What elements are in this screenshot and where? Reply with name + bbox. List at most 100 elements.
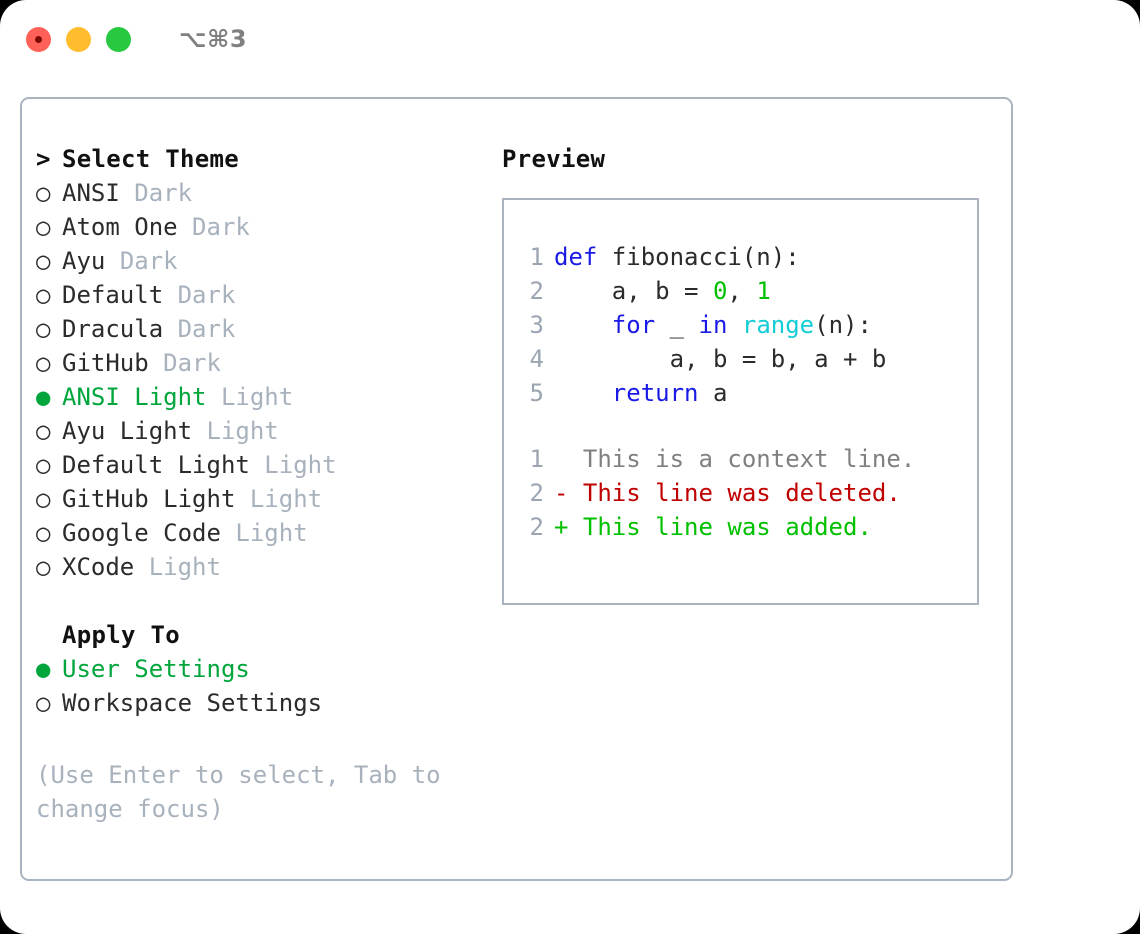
diff-line-number: 2 [529,479,544,507]
theme-option-github-light[interactable]: ○ GitHub Light Light [36,482,476,516]
apply-to-option-list: ● User Settings ○ Workspace Settings [36,652,476,720]
minimize-button[interactable] [66,26,91,52]
radio-unselected-icon[interactable]: ○ [36,179,51,207]
theme-option-default[interactable]: ○ Default Dark [36,278,476,312]
theme-option-kind-badge: Dark [134,179,193,207]
code-token: a [698,379,728,407]
diff-line-text: This line was deleted. [582,479,901,507]
code-token: _ [655,311,699,339]
radio-selected-icon[interactable]: ● [36,383,51,411]
code-line-number: 1 [529,243,544,271]
theme-option-name: Ayu [62,247,106,275]
hint-spacer [36,720,476,754]
radio-unselected-icon[interactable]: ○ [36,485,51,513]
theme-name-kind-gap [221,516,235,550]
close-button[interactable] [26,26,51,52]
theme-name-kind-gap [250,448,264,482]
selection-caret-icon: > [36,145,51,173]
theme-option-kind-badge: Dark [177,281,236,309]
theme-option-name: Default Light [62,451,250,479]
code-token [727,311,741,339]
preview-title: Preview [502,145,606,173]
diff-sample: 1 This is a context line.2- This line wa… [518,442,916,544]
code-token: fibonacci(n): [597,243,800,271]
radio-selected-icon[interactable]: ● [36,655,51,683]
diff-line-number: 2 [529,513,544,541]
apply-to-option-label: User Settings [62,655,250,683]
theme-option-name: GitHub Light [62,485,236,513]
theme-option-name: XCode [62,553,135,581]
diff-line-add: 2 + This line was added. [518,510,915,544]
section-spacer [36,584,476,618]
theme-option-name: Atom One [62,213,178,241]
theme-option-name: GitHub [62,349,149,377]
radio-unselected-icon[interactable]: ○ [36,451,51,479]
theme-name-kind-gap [163,278,177,312]
theme-option-ayu-light[interactable]: ○ Ayu Light Light [36,414,476,448]
code-token: in [698,311,728,339]
theme-option-github[interactable]: ○ GitHub Dark [36,346,476,380]
theme-option-kind-badge: Dark [163,349,221,377]
radio-unselected-icon[interactable]: ○ [36,315,51,343]
theme-option-ansi[interactable]: ○ ANSI Dark [36,176,476,210]
code-token: def [554,243,598,271]
radio-unselected-icon[interactable]: ○ [36,349,51,377]
diff-line-text: This line was added. [582,513,872,541]
theme-name-kind-gap [120,176,134,210]
code-line-number: 2 [529,277,544,305]
diff-line-number: 1 [529,445,544,473]
radio-unselected-icon[interactable]: ○ [36,213,51,241]
radio-unselected-icon[interactable]: ○ [36,417,51,445]
theme-name-kind-gap [207,380,221,414]
code-token: 0 [712,277,728,305]
code-token: a, b = [554,277,713,305]
theme-option-default-light[interactable]: ○ Default Light Light [36,448,476,482]
radio-unselected-icon[interactable]: ○ [36,689,51,717]
diff-marker-gap [568,445,582,473]
theme-option-google-code[interactable]: ○Google Code Light [36,516,476,550]
code-line: 1 def fibonacci(n): [518,240,886,274]
diff-marker: + [554,513,569,541]
theme-option-name: Ayu Light [62,417,193,445]
keyboard-shortcut-label: ⌥⌘3 [179,25,248,53]
theme-list-column: > Select Theme ○ANSI Dark○Atom One Dark○… [36,142,476,826]
theme-option-kind-badge: Dark [192,213,250,241]
radio-unselected-icon[interactable]: ○ [36,247,51,275]
theme-option-xcode[interactable]: ○XCode Light [36,550,476,584]
theme-name-kind-gap [134,550,148,584]
radio-unselected-icon[interactable]: ○ [36,281,51,309]
theme-option-kind-badge: Dark [177,315,236,343]
theme-option-atom-one[interactable]: ○ Atom One Dark [36,210,476,244]
radio-unselected-icon[interactable]: ○ [36,519,51,547]
theme-option-ansi-light[interactable]: ●ANSI Light Light [36,380,476,414]
theme-option-name: Default [62,281,164,309]
theme-option-ayu[interactable]: ○Ayu Dark [36,244,476,278]
select-theme-heading: > Select Theme [36,142,476,176]
theme-option-name: ANSI [62,179,120,207]
radio-unselected-icon[interactable]: ○ [36,553,51,581]
diff-line-del: 2- This line was deleted. [518,476,915,510]
code-line: 5 return a [518,376,886,410]
apply-to-option-label: Workspace Settings [62,689,323,717]
code-line-number: 3 [529,311,544,339]
code-token: range [741,311,815,339]
diff-marker [554,445,568,473]
code-token: , [727,277,757,305]
code-token [554,311,612,339]
code-token: a, b = b, a + b [554,345,887,373]
theme-name-kind-gap [163,312,177,346]
theme-option-kind-badge: Light [249,485,323,513]
apply-to-option-user-settings[interactable]: ● User Settings [36,652,476,686]
theme-option-kind-badge: Light [206,417,279,445]
theme-option-name: Dracula [62,315,164,343]
apply-to-option-workspace-settings[interactable]: ○ Workspace Settings [36,686,476,720]
code-token: (n): [814,311,872,339]
theme-option-kind-badge: Light [264,451,337,479]
maximize-button[interactable] [106,26,131,52]
theme-option-dracula[interactable]: ○ Dracula Dark [36,312,476,346]
diff-marker-gap [568,513,582,541]
theme-name-kind-gap [235,482,249,516]
theme-option-kind-badge: Light [235,519,308,547]
